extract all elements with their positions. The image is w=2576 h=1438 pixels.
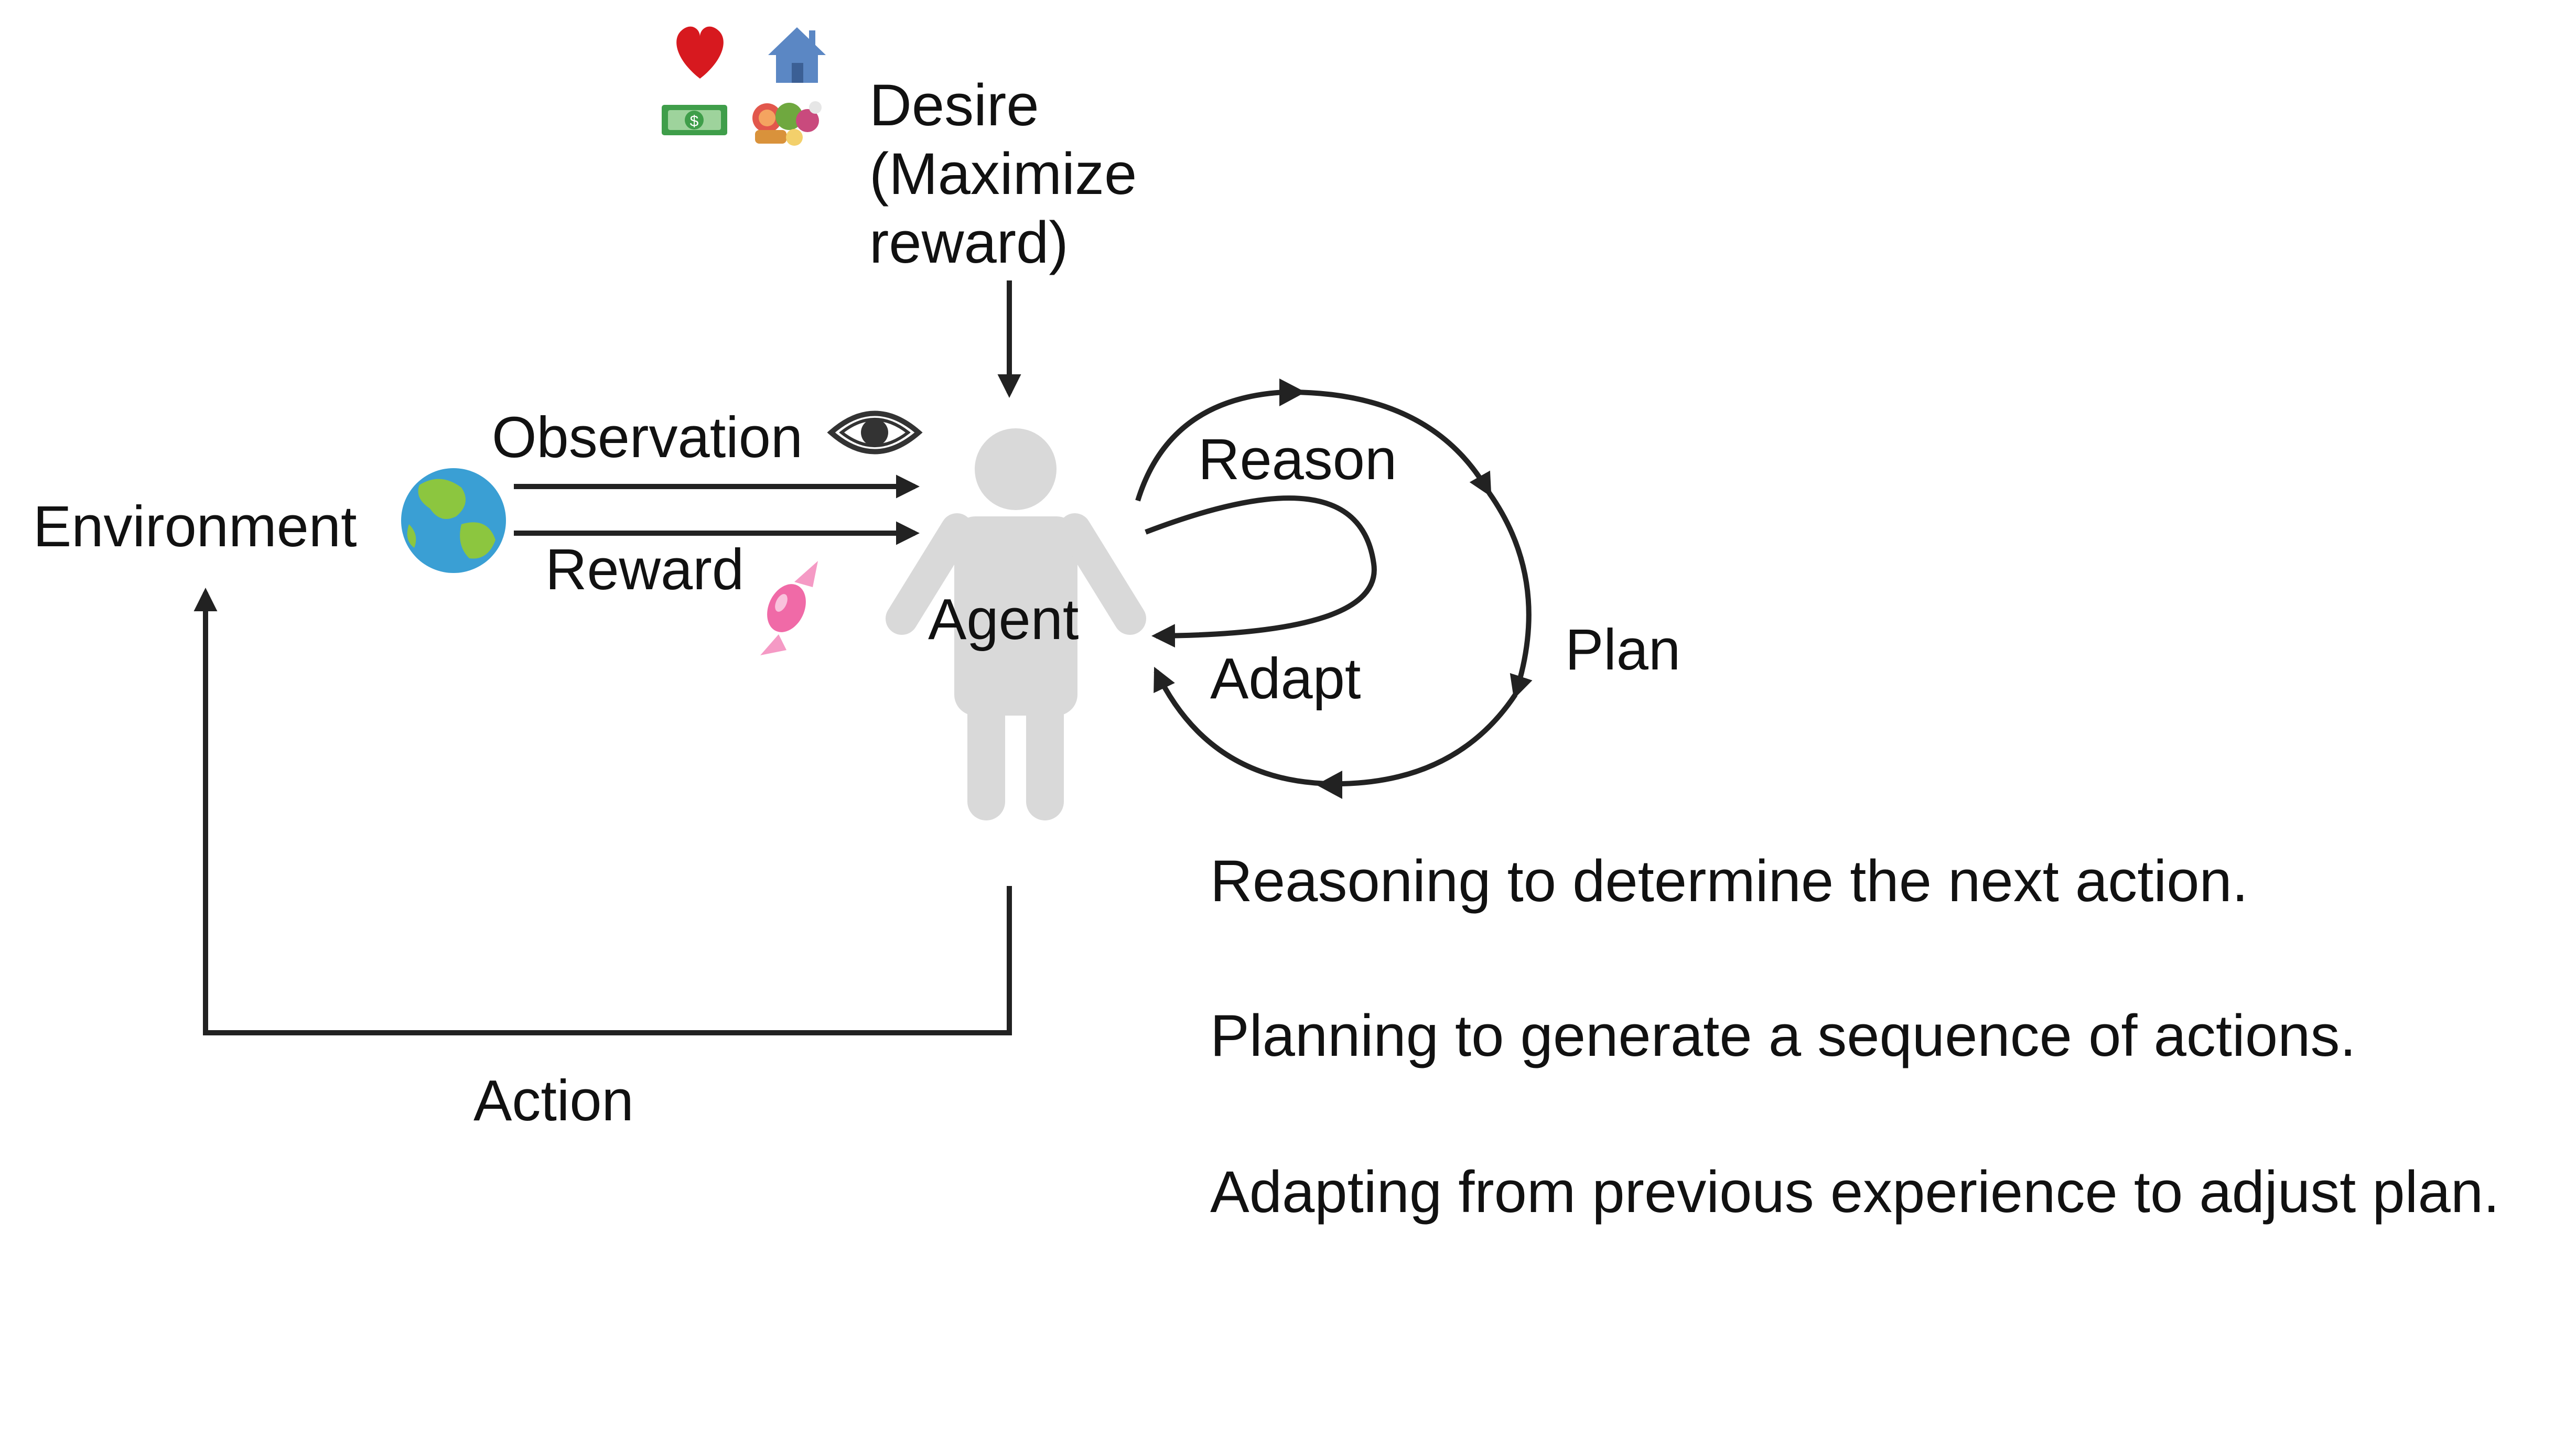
house-icon	[768, 27, 826, 83]
description-reasoning: Reasoning to determine the next action.	[1210, 848, 2248, 914]
description-planning: Planning to generate a sequence of actio…	[1210, 1003, 2356, 1068]
candy-icon	[760, 561, 818, 655]
globe-icon	[401, 468, 506, 573]
svg-text:$: $	[690, 113, 699, 130]
person-icon	[886, 428, 1146, 820]
heart-icon	[676, 26, 724, 79]
adapt-label: Adapt	[1210, 646, 1361, 711]
desire-label: Desire (Maximize reward)	[869, 72, 1137, 275]
food-icon	[752, 101, 822, 146]
plan-arc	[1486, 491, 1533, 699]
eye-icon	[827, 410, 923, 455]
reward-label: Reward	[545, 537, 745, 602]
action-label: Action	[473, 1068, 634, 1133]
reason-label: Reason	[1198, 427, 1397, 492]
money-icon: $	[662, 105, 727, 135]
environment-label: Environment	[33, 494, 357, 559]
plan-label: Plan	[1565, 618, 1681, 682]
action-arrow	[193, 588, 1012, 1035]
description-adapting: Adapting from previous experience to adj…	[1210, 1159, 2500, 1225]
adapt-mid-arrowhead	[1316, 771, 1342, 799]
agent-label: Agent	[928, 587, 1079, 652]
observation-label: Observation	[492, 405, 803, 470]
adapt-feedback-arrow	[1145, 495, 1377, 648]
reason-mid-arrowhead	[1279, 379, 1306, 406]
